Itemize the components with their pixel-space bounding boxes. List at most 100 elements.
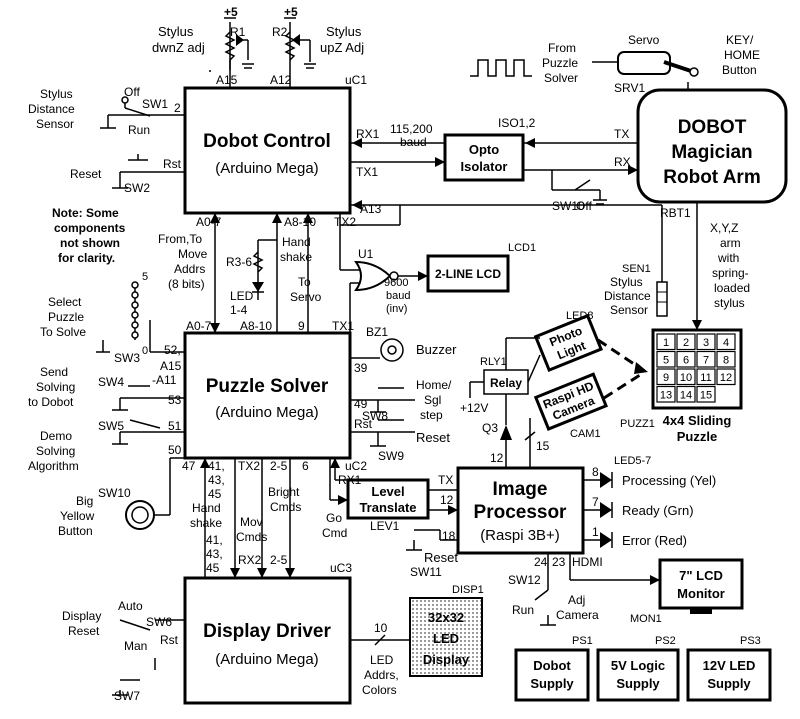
puzzle-tile-label: 11 bbox=[700, 372, 711, 384]
dobot-control-sub: (Arduino Mega) bbox=[215, 160, 318, 177]
svg-text:Home/: Home/ bbox=[416, 378, 452, 392]
svg-text:SRV1: SRV1 bbox=[614, 81, 645, 95]
cam1-ref: CAM1 bbox=[570, 428, 601, 440]
iso-ref: ISO1,2 bbox=[498, 116, 536, 130]
svg-text:LED: LED bbox=[230, 289, 254, 303]
svg-text:Reset: Reset bbox=[70, 167, 102, 181]
svg-text:TX: TX bbox=[438, 473, 453, 487]
svg-text:Adj: Adj bbox=[568, 593, 585, 607]
photo-light-block: Photo Light bbox=[533, 313, 604, 373]
image-processor-sub: (Raspi 3B+) bbox=[480, 527, 560, 544]
svg-text:Reset: Reset bbox=[424, 550, 458, 565]
svg-text:Error (Red): Error (Red) bbox=[622, 533, 687, 548]
svg-text:TX2: TX2 bbox=[334, 215, 356, 229]
svg-text:18: 18 bbox=[442, 529, 456, 543]
svg-text:not shown: not shown bbox=[60, 236, 120, 250]
wires bbox=[96, 17, 702, 696]
svg-text:with: with bbox=[717, 251, 739, 265]
ps2-line2: Supply bbox=[616, 676, 660, 691]
svg-text:Reset: Reset bbox=[416, 430, 450, 445]
svg-text:loaded: loaded bbox=[714, 281, 750, 295]
svg-text:Servo: Servo bbox=[628, 33, 660, 47]
puzzle-tile bbox=[676, 385, 696, 403]
svg-text:+5: +5 bbox=[284, 5, 298, 19]
pulse-train-icon bbox=[470, 59, 618, 77]
svg-text:A15: A15 bbox=[160, 359, 182, 373]
ps2-line1: 5V Logic bbox=[611, 658, 665, 673]
svg-text:spring-: spring- bbox=[712, 266, 749, 280]
svg-text:9600: 9600 bbox=[384, 277, 408, 289]
svg-text:Go: Go bbox=[326, 511, 342, 525]
dobot-arm-line3: Robot Arm bbox=[663, 167, 760, 188]
svg-text:Solving: Solving bbox=[36, 444, 75, 458]
puzzle-tile bbox=[676, 368, 696, 386]
svg-text:TX1: TX1 bbox=[356, 165, 378, 179]
svg-text:Run: Run bbox=[512, 603, 534, 617]
puzzle-tile bbox=[696, 350, 716, 368]
svg-text:A15: A15 bbox=[216, 73, 238, 87]
svg-text:12: 12 bbox=[490, 451, 504, 465]
svg-text:15: 15 bbox=[536, 439, 550, 453]
svg-text:53: 53 bbox=[168, 393, 182, 407]
svg-text:HDMI: HDMI bbox=[572, 555, 603, 569]
svg-text:Puzzle: Puzzle bbox=[48, 310, 84, 324]
svg-text:Processing (Yel): Processing (Yel) bbox=[622, 473, 716, 488]
svg-text:Move: Move bbox=[178, 247, 208, 261]
dobot-control-title: Dobot Control bbox=[203, 131, 331, 152]
dobot-arm-block: DOBOT Magician Robot Arm RBT1 bbox=[636, 88, 788, 220]
puzzle-tile bbox=[656, 385, 676, 403]
svg-text:SW7: SW7 bbox=[114, 689, 140, 703]
svg-text:8: 8 bbox=[592, 465, 599, 479]
ps3-line1: 12V LED bbox=[703, 658, 756, 673]
svg-text:23: 23 bbox=[552, 555, 566, 569]
puzzle-tile bbox=[717, 386, 735, 402]
image-processor-title2: Processor bbox=[474, 502, 568, 523]
svg-text:TX2: TX2 bbox=[238, 459, 260, 473]
svg-text:SW8: SW8 bbox=[362, 409, 388, 423]
svg-text:R2: R2 bbox=[272, 25, 288, 39]
mon1-ref: MON1 bbox=[630, 613, 662, 625]
opto-isolator-block: Opto Isolator ISO1,2 bbox=[443, 116, 536, 182]
svg-text:Solving: Solving bbox=[36, 380, 75, 394]
svg-text:Off: Off bbox=[576, 199, 592, 213]
puzzle-tile-label: 3 bbox=[703, 337, 709, 349]
lcd1-ref: LCD1 bbox=[508, 242, 536, 254]
level-line1: Level bbox=[371, 484, 404, 499]
svg-text:BZ1: BZ1 bbox=[366, 325, 388, 339]
svg-text:To Solve: To Solve bbox=[40, 325, 86, 339]
lcd-block: 2-LINE LCD LCD1 bbox=[426, 242, 536, 293]
svg-text:SW4: SW4 bbox=[98, 375, 124, 389]
svg-text:SW6: SW6 bbox=[146, 615, 172, 629]
svg-text:From,To: From,To bbox=[158, 232, 202, 246]
svg-text:49: 49 bbox=[354, 397, 368, 411]
svg-text:(8 bits): (8 bits) bbox=[168, 277, 205, 291]
svg-text:1: 1 bbox=[592, 525, 599, 539]
svg-text:Sgl: Sgl bbox=[424, 393, 441, 407]
svg-text:Stylus: Stylus bbox=[326, 24, 362, 39]
puzzle-tile bbox=[716, 333, 736, 351]
puzzle-solver-sub: (Arduino Mega) bbox=[215, 404, 318, 421]
monitor-line2: Monitor bbox=[677, 586, 725, 601]
svg-text:Servo: Servo bbox=[290, 290, 322, 304]
svg-text:KEY/: KEY/ bbox=[726, 33, 754, 47]
ps2-ref: PS2 bbox=[655, 635, 676, 647]
svg-text:12: 12 bbox=[440, 493, 454, 507]
svg-text:2-5: 2-5 bbox=[270, 553, 288, 567]
svg-text:stylus: stylus bbox=[714, 296, 745, 310]
ps1-ref: PS1 bbox=[572, 635, 593, 647]
svg-text:Cmds: Cmds bbox=[270, 500, 301, 514]
image-processor-block: Image Processor (Raspi 3B+) bbox=[456, 466, 585, 555]
svg-text:Bright: Bright bbox=[268, 485, 300, 499]
puzzle-tile-label: 9 bbox=[663, 372, 669, 384]
svg-text:Hand: Hand bbox=[282, 235, 311, 249]
svg-text:Rst: Rst bbox=[163, 157, 182, 171]
svg-text:2-5: 2-5 bbox=[270, 459, 288, 473]
camera-beams bbox=[597, 338, 648, 400]
svg-text:components: components bbox=[54, 221, 126, 235]
svg-text:A8-10: A8-10 bbox=[240, 319, 272, 333]
svg-text:Man: Man bbox=[124, 639, 147, 653]
svg-text:R1: R1 bbox=[230, 25, 246, 39]
svg-text:Button: Button bbox=[722, 63, 757, 77]
svg-text:A12: A12 bbox=[270, 73, 292, 87]
